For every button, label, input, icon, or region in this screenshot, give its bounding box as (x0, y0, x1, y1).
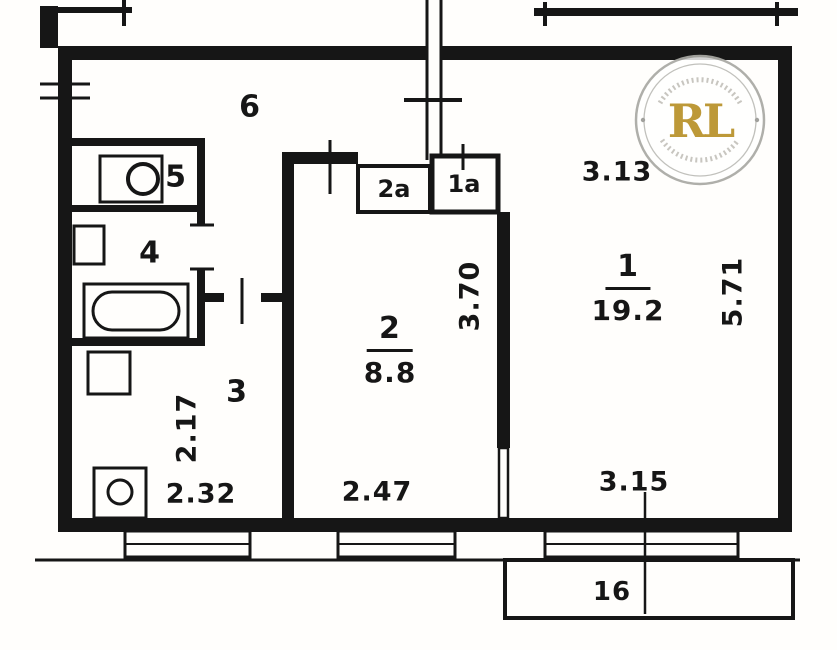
room-1-number-area: 1 19.2 (591, 249, 664, 327)
wall-left (58, 46, 72, 532)
closets (356, 144, 501, 215)
dimension-room1-depth: 5.71 (717, 256, 749, 328)
cabinet-icon (86, 350, 132, 396)
toilet-bowl (126, 162, 160, 196)
corridor-partition (205, 278, 282, 324)
window-1 (123, 529, 252, 559)
partition-stub (261, 293, 282, 302)
wall-right (778, 46, 792, 532)
room-4-label: 4 (139, 235, 161, 271)
exterior-walls (58, 46, 792, 532)
vent-shaft (404, 0, 462, 160)
partition-stub (205, 293, 224, 302)
building-outline-top-left (40, 0, 132, 48)
wall-top (58, 46, 792, 60)
window-3 (543, 529, 740, 559)
toilet-icon (98, 154, 164, 204)
bath-door-jambs (190, 223, 214, 271)
room-2-number-area: 2 8.8 (364, 311, 417, 389)
closet-2a-label: 2a (377, 175, 411, 203)
room-3-label: 3 (226, 374, 248, 410)
balcony-outline (503, 558, 795, 620)
dimension-balcony-width: 3.15 (598, 466, 670, 498)
dimension-corridor-width: 2.32 (165, 478, 237, 510)
room-1-area: 19.2 (591, 294, 665, 327)
bathtub-icon (82, 282, 190, 340)
dimension-corridor-depth: 2.17 (171, 392, 203, 464)
closet-1a-outline (429, 153, 501, 215)
watermark-outer-ring (634, 54, 766, 186)
sink-icon (72, 224, 106, 266)
watermark-initials: RL (668, 94, 735, 148)
washbasin-bowl (106, 478, 134, 506)
wet-block-right-wall-lower (197, 268, 205, 346)
room2-right-wall (497, 212, 510, 448)
cabinet-outline (86, 350, 132, 396)
room2-walls (282, 140, 510, 525)
room-6-label: 6 (239, 89, 261, 125)
closet-2a-outline (356, 164, 432, 214)
watermark-dot-right (754, 117, 760, 123)
sink-basin (72, 224, 106, 266)
balcony (35, 492, 800, 620)
room-1-number: 1 (605, 249, 651, 290)
wet-block-right-wall-upper (197, 138, 205, 226)
left-wall-opening-ticks (40, 82, 90, 100)
washbasin-icon (92, 466, 148, 520)
watermark-logo: RL (634, 54, 766, 186)
shaft-gap (426, 0, 442, 160)
dimension-room2-depth: 3.70 (454, 260, 486, 332)
bathtub-inner (91, 290, 181, 332)
watermark-dot-left (640, 117, 646, 123)
building-outline-top-right (534, 2, 798, 26)
room-5-label: 5 (165, 159, 187, 195)
closet-1a-label: 1a (447, 170, 481, 198)
room2-top-wall (294, 152, 358, 164)
windows (123, 529, 740, 559)
watermark-arc-text-bottom (659, 138, 741, 163)
room-2-number: 2 (367, 311, 413, 352)
room-2-area: 8.8 (363, 356, 417, 389)
wet-block-walls (72, 138, 205, 346)
room2-left-wall (282, 152, 294, 525)
wall-stub (40, 6, 58, 48)
wall-bottom (58, 518, 792, 532)
window-2 (336, 529, 457, 559)
room2-door-leaf (497, 446, 510, 520)
dimension-room2-width: 2.47 (341, 476, 413, 508)
dimension-room1-width: 3.13 (581, 156, 653, 188)
toilet-bath-divider (72, 205, 205, 212)
bath-bottom-wall (72, 338, 205, 346)
toilet-top-wall (72, 138, 205, 146)
balcony-label: 16 (592, 577, 632, 607)
